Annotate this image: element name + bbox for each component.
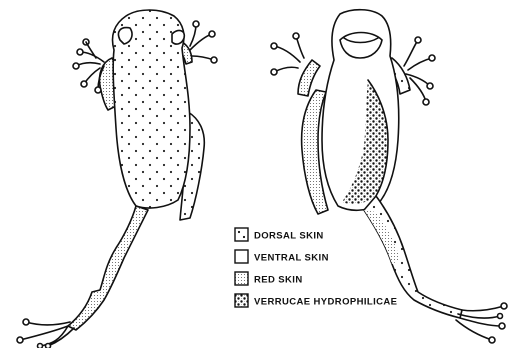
dorsal-view-frog xyxy=(17,10,217,348)
legend-label-ventral: VENTRAL SKIN xyxy=(254,253,329,264)
ventral-view-frog xyxy=(271,10,507,343)
ventral-right-foot xyxy=(456,306,504,340)
legend-swatch-dorsal xyxy=(235,228,248,241)
legend-swatch-ventral xyxy=(235,250,248,263)
legend-item-verrucae: VERRUCAE HYDROPHILICAE xyxy=(235,294,397,308)
ventral-left-hand xyxy=(274,36,304,72)
legend-item-ventral: VENTRAL SKIN xyxy=(235,250,329,264)
legend-label-verrucae: VERRUCAE HYDROPHILICAE xyxy=(254,297,397,308)
dorsal-right-hand xyxy=(190,24,214,60)
dorsal-left-foot xyxy=(20,322,74,346)
legend-swatch-verrucae xyxy=(235,294,248,307)
legend-label-red: RED SKIN xyxy=(254,275,303,286)
legend-swatch-red xyxy=(235,272,248,285)
ventral-right-hand xyxy=(404,40,432,102)
dorsal-left-eye xyxy=(118,28,132,44)
dorsal-left-leg xyxy=(68,206,148,330)
legend-label-dorsal: DORSAL SKIN xyxy=(254,231,324,242)
legend-item-dorsal: DORSAL SKIN xyxy=(235,228,324,242)
dorsal-right-eye xyxy=(172,31,184,45)
legend-item-red: RED SKIN xyxy=(235,272,303,286)
legend: DORSAL SKIN VENTRAL SKIN RED SKIN VERRUC… xyxy=(235,228,397,308)
